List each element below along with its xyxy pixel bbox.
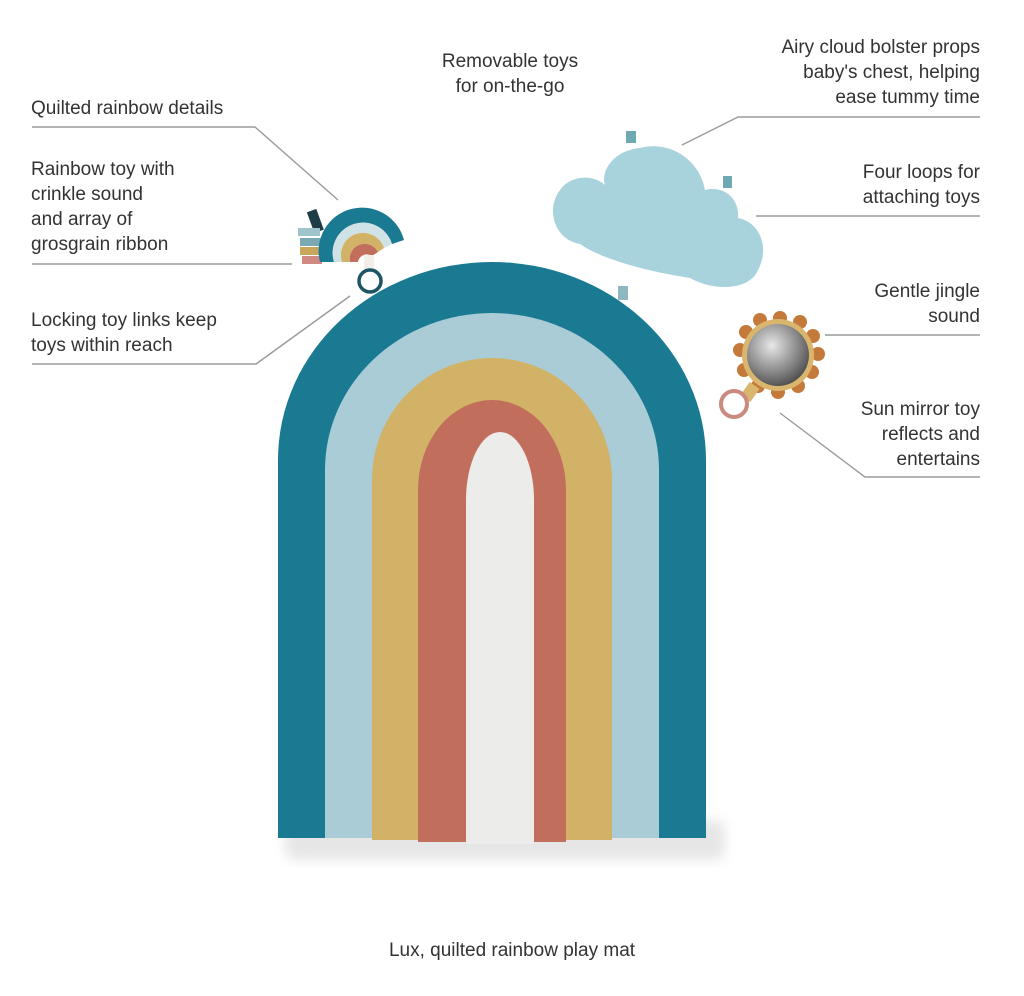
callout-rainbow-toy: Rainbow toy with crinkle sound and array… [31,159,175,255]
leader-line-cloud [681,116,980,146]
product-caption: Lux, quilted rainbow play mat [388,940,636,961]
cloud-bolster [552,131,764,288]
callout-four-loops: Four loops for attaching toys [862,162,980,208]
mat-band-cream [466,432,534,844]
sun-mirror-toy [719,311,825,419]
mat-loop [618,286,628,300]
leader-lines [32,116,980,478]
rainbow-play-mat [278,262,706,844]
callout-quilted-rainbow-details: Quilted rainbow details [31,98,224,119]
leader-line-quilted [32,126,339,201]
callout-cloud-bolster: Airy cloud bolster props baby's chest, h… [781,37,980,108]
callout-gentle-jingle: Gentle jingle sound [874,281,980,327]
callout-locking-toy-links: Locking toy links keep toys within reach [31,310,217,356]
callout-removable-toys: Removable toys for on-the-go [441,51,579,97]
leader-line-locking [32,295,351,365]
callout-sun-mirror: Sun mirror toy reflects and entertains [860,399,980,470]
leader-line-mirror [779,412,980,478]
rainbow-toy [298,207,404,294]
